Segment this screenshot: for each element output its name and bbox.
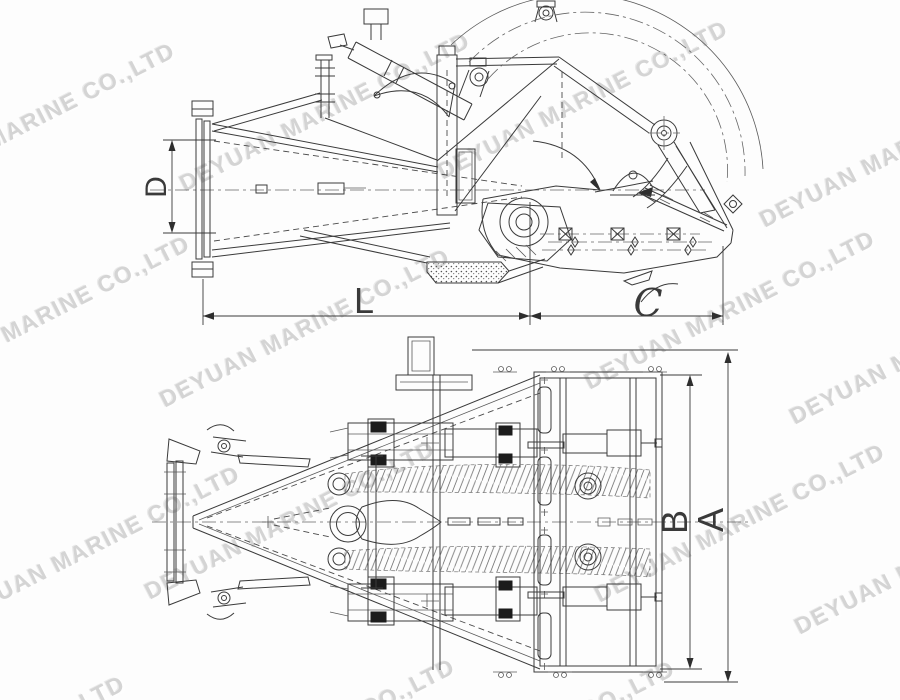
dimension-label-d: D (140, 176, 173, 198)
fastener-symbols (540, 228, 712, 255)
dimension-l-c: L C (203, 202, 723, 325)
coil-bands (328, 464, 650, 577)
plan-view: B A (152, 337, 750, 682)
grab-bucket-side (479, 116, 742, 302)
dimension-b: B (654, 375, 702, 669)
chassis-and-pad (300, 230, 545, 283)
hopper-plan (164, 337, 540, 670)
dimension-label-c: C (633, 281, 662, 325)
dimension-a: A (472, 350, 738, 682)
central-spindle (262, 456, 523, 588)
side-elevation-view: D L C (140, 0, 763, 325)
frame-plan (493, 367, 667, 678)
dimension-d: D (140, 140, 216, 233)
dimension-label-l: L (354, 280, 374, 321)
trajectory-arcs (451, 0, 763, 182)
clamp-rails (330, 419, 537, 625)
funnel-chute (192, 93, 522, 277)
dimension-label-a: A (690, 508, 731, 532)
machinery-linkage (315, 1, 655, 215)
dimension-label-b: B (654, 510, 695, 534)
